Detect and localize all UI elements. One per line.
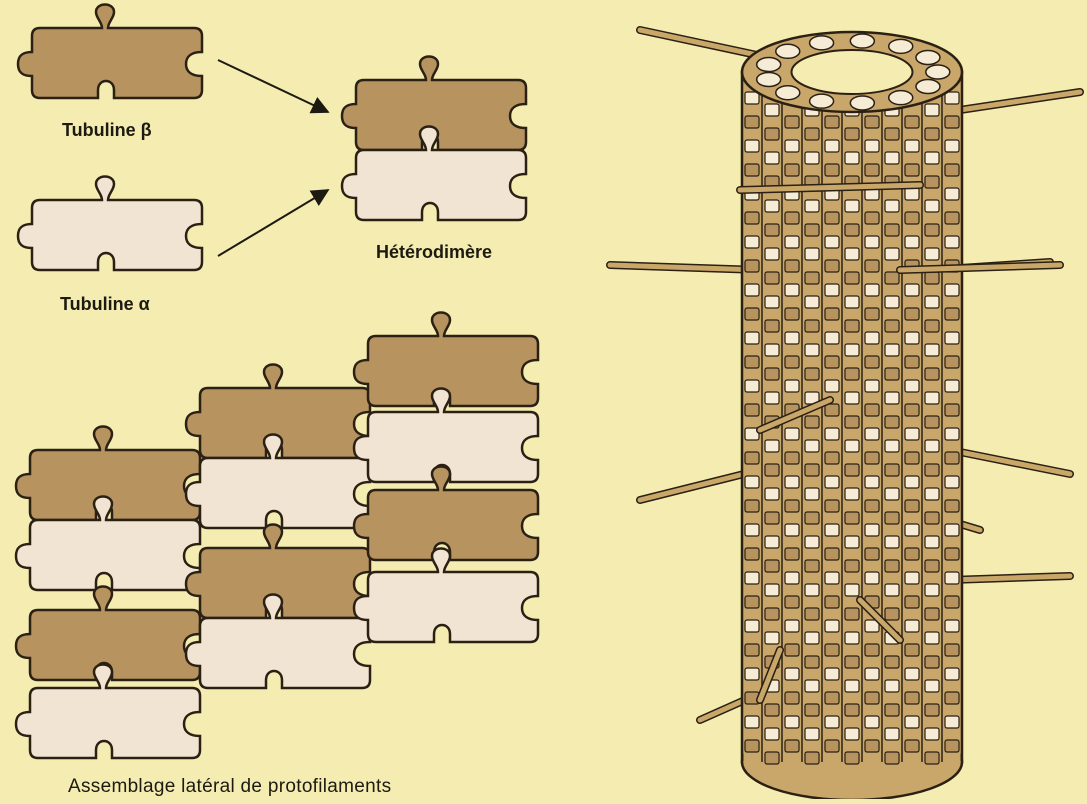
tubulin-alpha-label: Tubuline α [60,294,150,315]
protofilament-column-2 [186,365,370,689]
lateral-assembly-label: Assemblage latéral de protofilaments [68,776,391,798]
arrow-alpha-to-dimer [218,190,328,256]
tubulin-beta-piece [18,5,202,99]
protofilament-column-1 [16,427,200,759]
arrow-beta-to-dimer [218,60,328,112]
lateral-assembly [16,313,538,759]
tubulin-alpha-piece [18,177,202,271]
heterodimer-label: Hétérodimère [376,242,492,263]
tubulin-beta-label: Tubuline β [62,120,152,141]
protofilament-column-3 [354,313,538,643]
microtubule-cylinder [610,30,1080,799]
